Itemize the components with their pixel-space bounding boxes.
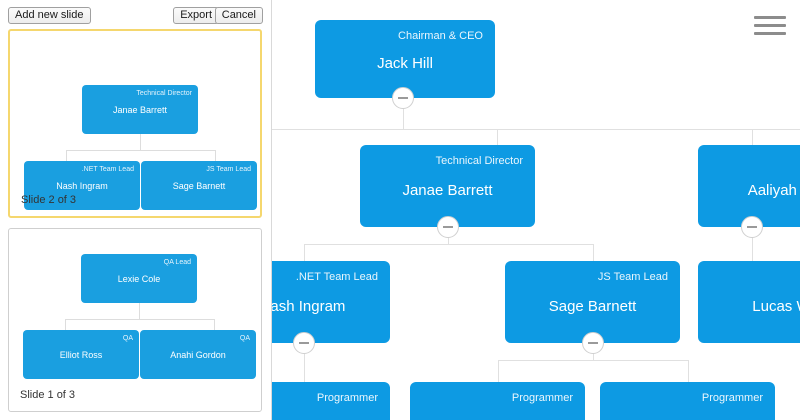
slide-thumbnail: Technical Director Janae Barrett .NET Te… — [10, 31, 260, 210]
mini-node-title: QA Lead — [163, 259, 191, 266]
mini-edge-drop-left — [65, 319, 66, 330]
org-node-jack-hill[interactable]: Chairman & CEO Jack Hill — [315, 20, 495, 98]
mini-node-title: QA — [239, 335, 250, 342]
edge-to-programmer-3 — [688, 360, 689, 382]
mini-edge-drop-left — [66, 150, 67, 161]
edge-janae-bus — [304, 244, 594, 245]
org-node-janae-barrett[interactable]: Technical Director Janae Barrett — [360, 145, 535, 227]
mini-node-title: QA — [122, 335, 133, 342]
mini-node-left[interactable]: QA Elliot Ross — [23, 330, 139, 379]
org-node-name: Jack Hill — [377, 55, 433, 72]
org-node-name: Janae Barrett — [402, 182, 493, 199]
add-new-slide-button[interactable]: Add new slide — [8, 7, 91, 24]
mini-node-name: Sage Barnett — [172, 180, 226, 191]
org-node-lucas-we[interactable]: Lucas We — [698, 261, 800, 343]
mini-edge-drop-right — [214, 319, 215, 330]
edge-nash-stem — [304, 343, 305, 382]
org-node-title: Programmer — [511, 392, 573, 404]
org-node-programmer-3[interactable]: Programmer — [600, 382, 775, 420]
cancel-button[interactable]: Cancel — [214, 7, 263, 24]
edge-sage-bus — [498, 360, 688, 361]
slides-toolbar: Add new slide Export Cancel — [0, 0, 271, 28]
edge-to-sage — [593, 244, 594, 261]
mini-node-title: JS Team Lead — [206, 166, 251, 173]
org-node-programmer-2[interactable]: Programmer — [410, 382, 585, 420]
mini-node-root[interactable]: QA Lead Lexie Cole — [81, 254, 197, 303]
mini-node-right[interactable]: JS Team Lead Sage Barnett — [141, 161, 257, 210]
mini-node-title: .NET Team Lead — [81, 166, 134, 173]
mini-node-left[interactable]: .NET Team Lead Nash Ingram — [24, 161, 140, 210]
edge-root-stem — [403, 108, 404, 129]
collapse-toggle-sage-barnett[interactable] — [582, 332, 604, 354]
mini-node-name: Elliot Ross — [59, 349, 103, 360]
org-node-title: .NET Team Lead — [295, 271, 378, 283]
mini-node-name: Nash Ingram — [56, 180, 108, 191]
mini-node-title: Technical Director — [136, 90, 192, 97]
mini-node-name: Lexie Cole — [117, 273, 161, 284]
org-node-sage-barnett[interactable]: JS Team Lead Sage Barnett — [505, 261, 680, 343]
mini-node-root[interactable]: Technical Director Janae Barrett — [82, 85, 198, 134]
org-node-title: Technical Director — [435, 155, 523, 167]
edge-to-nash — [304, 244, 305, 261]
edge-to-aaliyah — [752, 129, 753, 145]
org-node-name: Nash Ingram — [259, 298, 346, 315]
export-button[interactable]: Export — [173, 7, 219, 24]
collapse-toggle-nash-ingram[interactable] — [293, 332, 315, 354]
collapse-toggle-janae-barrett[interactable] — [437, 216, 459, 238]
hamburger-bar — [754, 32, 786, 35]
collapse-toggle-aaliyah-we[interactable] — [741, 216, 763, 238]
org-node-aaliyah-we[interactable]: Aaliyah We — [698, 145, 800, 227]
mini-edge-bus — [65, 319, 214, 320]
mini-edge-stem — [140, 134, 141, 150]
edge-root-bus — [0, 129, 800, 130]
org-node-title: Chairman & CEO — [398, 30, 483, 42]
slide-card[interactable]: Technical Director Janae Barrett .NET Te… — [8, 29, 262, 218]
slide-caption: Slide 2 of 3 — [21, 194, 77, 206]
mini-edge-drop-right — [215, 150, 216, 161]
mini-edge-stem — [139, 303, 140, 319]
edge-aaliyah-to-lucas — [752, 227, 753, 261]
org-node-name: Lucas We — [752, 298, 800, 315]
mini-node-name: Janae Barrett — [112, 104, 168, 115]
org-node-name: Sage Barnett — [548, 298, 637, 315]
slide-caption: Slide 1 of 3 — [20, 389, 76, 401]
hamburger-bar — [754, 24, 786, 27]
mini-node-name: Anahi Gordon — [170, 349, 226, 360]
hamburger-menu-icon[interactable] — [754, 14, 786, 40]
edge-to-programmer-2 — [498, 360, 499, 382]
slide-card[interactable]: QA Lead Lexie Cole QA Elliot Ross QA Ana… — [8, 228, 262, 412]
org-node-name: Aaliyah We — [747, 182, 800, 199]
hamburger-bar — [754, 16, 786, 19]
mini-node-right[interactable]: QA Anahi Gordon — [140, 330, 256, 379]
collapse-toggle-jack-hill[interactable] — [392, 87, 414, 109]
slide-thumbnail: QA Lead Lexie Cole QA Elliot Ross QA Ana… — [9, 229, 261, 379]
org-node-title: Programmer — [316, 392, 378, 404]
org-node-title: Programmer — [701, 392, 763, 404]
mini-edge-bus — [66, 150, 215, 151]
edge-to-janae — [497, 129, 498, 145]
org-node-title: JS Team Lead — [597, 271, 668, 283]
slides-sidebar: Add new slide Export Cancel Technical Di… — [0, 0, 272, 420]
